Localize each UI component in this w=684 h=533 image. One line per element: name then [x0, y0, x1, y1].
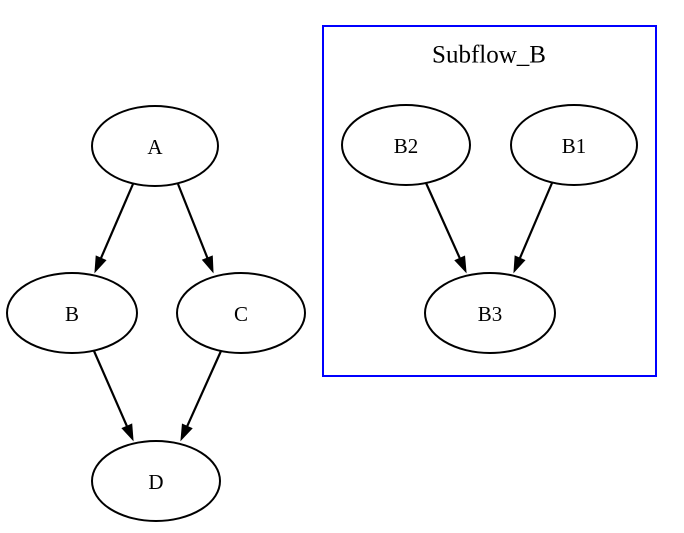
node-label-D: D — [148, 470, 163, 494]
edge-A-to-B — [94, 183, 135, 274]
edge-line — [424, 182, 463, 262]
edge-line — [176, 183, 210, 262]
edge-B-to-D — [92, 350, 134, 442]
edge-C-to-D — [180, 350, 223, 442]
edge-B1-to-B3 — [513, 182, 554, 274]
node-C[interactable]: C — [176, 272, 306, 354]
node-label-B: B — [65, 302, 79, 326]
node-shape-A[interactable] — [91, 105, 219, 187]
edge-arrowhead — [201, 255, 214, 274]
edge-A-to-C — [176, 183, 214, 274]
cluster-Subflow_B: Subflow_B — [322, 25, 657, 377]
node-D[interactable]: D — [91, 440, 221, 522]
node-B3[interactable]: B3 — [424, 272, 556, 354]
edge-arrowhead — [454, 255, 467, 274]
cluster-group: Subflow_B — [322, 25, 657, 377]
edge-arrowhead — [121, 423, 134, 442]
edge-B2-to-B3 — [424, 182, 467, 274]
node-B1[interactable]: B1 — [510, 104, 638, 186]
node-shape-B2[interactable] — [341, 104, 471, 186]
edge-line — [98, 183, 135, 262]
edges-group — [92, 182, 554, 442]
node-shape-B[interactable] — [6, 272, 138, 354]
edge-arrowhead — [180, 423, 193, 442]
edge-line — [92, 350, 130, 430]
node-shape-B1[interactable] — [510, 104, 638, 186]
node-shape-B3[interactable] — [424, 272, 556, 354]
node-shape-D[interactable] — [91, 440, 221, 522]
edge-arrowhead — [513, 255, 526, 274]
cluster-label: Subflow_B — [432, 42, 546, 69]
cluster-border — [322, 25, 657, 377]
node-A[interactable]: A — [91, 105, 219, 187]
edge-line — [184, 350, 223, 430]
node-label-B1: B1 — [562, 134, 587, 158]
node-label-C: C — [234, 302, 248, 326]
edge-line — [517, 182, 554, 262]
node-shape-C[interactable] — [176, 272, 306, 354]
node-label-B2: B2 — [394, 134, 419, 158]
node-B2[interactable]: B2 — [341, 104, 471, 186]
edge-arrowhead — [94, 255, 107, 274]
node-label-B3: B3 — [478, 302, 503, 326]
node-B[interactable]: B — [6, 272, 138, 354]
node-label-A: A — [147, 135, 163, 159]
